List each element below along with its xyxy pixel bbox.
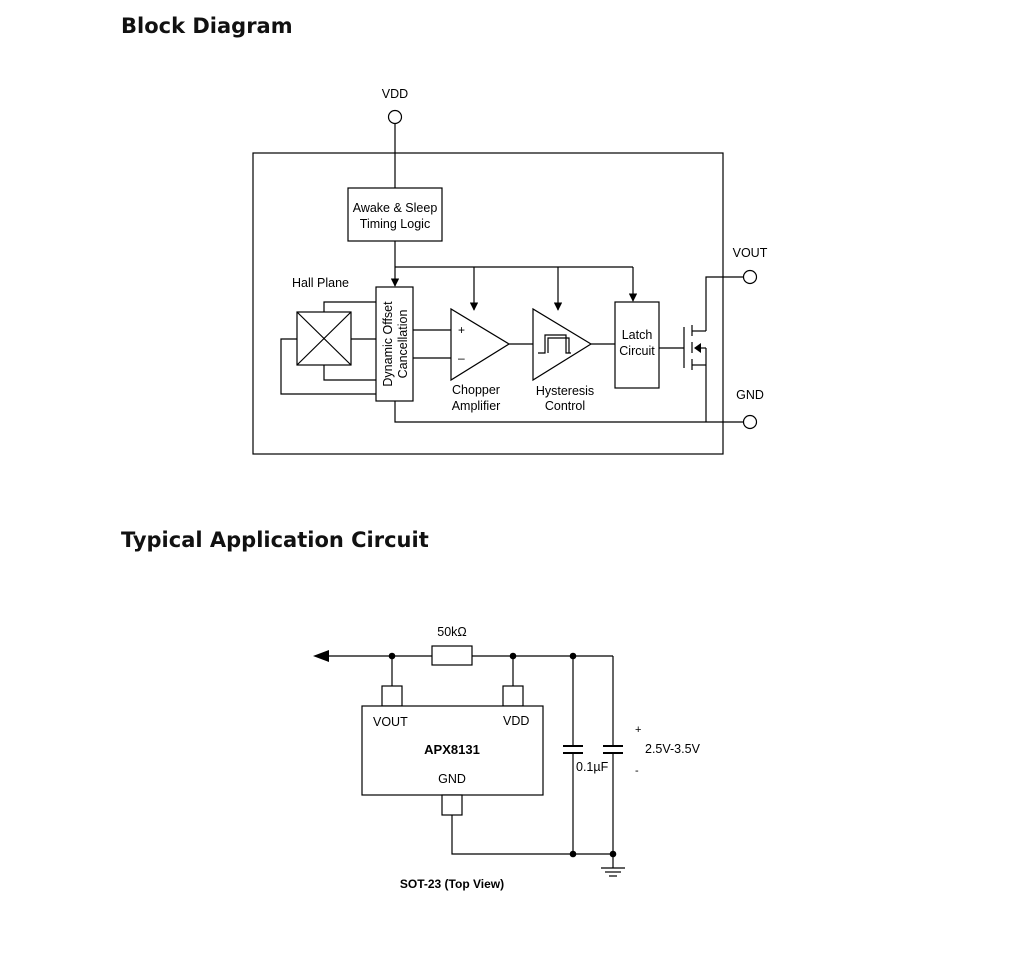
amp-plus-sign: + — [458, 323, 465, 337]
timing-logic-label-1: Awake & Sleep — [353, 201, 438, 215]
ic-vdd-label: VDD — [503, 714, 529, 728]
vout-pin-label: VOUT — [733, 246, 768, 260]
chip-outline — [252, 152, 724, 455]
vdd-pin — [387, 109, 403, 125]
chopper-amplifier — [450, 307, 511, 382]
block-diagram-title: Block Diagram — [121, 14, 293, 38]
application-circuit: 50kΩ VOUT VDD APX8131 GND 0.1µF — [313, 625, 701, 891]
hysteresis-icon — [538, 334, 571, 354]
gnd-pin-label: GND — [736, 388, 764, 402]
block-diagram: VDD Awake & Sleep Timing Logic Hall Plan… — [252, 87, 768, 455]
supply-minus: - — [635, 765, 639, 777]
chopper-label-1: Chopper — [452, 383, 500, 397]
bypass-capacitor — [563, 656, 583, 854]
ic-part-number: APX8131 — [424, 742, 480, 757]
ic-body — [361, 705, 544, 796]
ic-vout-label: VOUT — [373, 715, 408, 729]
supply-source — [603, 745, 623, 868]
supply-plus: + — [635, 724, 641, 736]
hysteresis-comparator — [532, 307, 593, 382]
offset-cancellation-label-2: Cancellation — [396, 310, 410, 379]
gnd-pin — [742, 414, 758, 430]
vdd-pin-label: VDD — [382, 87, 408, 101]
supply-voltage-label: 2.5V-3.5V — [645, 742, 701, 756]
package-label: SOT-23 (Top View) — [400, 877, 504, 891]
application-circuit-title: Typical Application Circuit — [121, 528, 429, 552]
output-arrow — [313, 650, 329, 662]
ic-vout-pin — [381, 685, 403, 707]
hysteresis-label-1: Hysteresis — [536, 384, 594, 398]
capacitor-label: 0.1µF — [576, 760, 609, 774]
chopper-label-2: Amplifier — [452, 399, 501, 413]
vout-pin — [742, 269, 758, 285]
output-mosfet — [683, 276, 744, 422]
resistor-label: 50kΩ — [437, 625, 467, 639]
latch-circuit-block — [614, 301, 660, 389]
amp-minus-sign: – — [458, 351, 465, 365]
latch-label-1: Latch — [622, 328, 653, 342]
ic-vdd-pin — [502, 685, 524, 707]
ic-gnd-label: GND — [438, 772, 466, 786]
pullup-resistor — [431, 645, 473, 666]
ic-gnd-pin — [441, 794, 463, 816]
latch-label-2: Circuit — [619, 344, 655, 358]
timing-logic-label-2: Timing Logic — [360, 217, 430, 231]
hysteresis-label-2: Control — [545, 399, 585, 413]
hall-plane-label: Hall Plane — [292, 276, 349, 290]
ground-icon — [601, 867, 625, 877]
offset-cancellation-label-1: Dynamic Offset — [381, 301, 395, 387]
